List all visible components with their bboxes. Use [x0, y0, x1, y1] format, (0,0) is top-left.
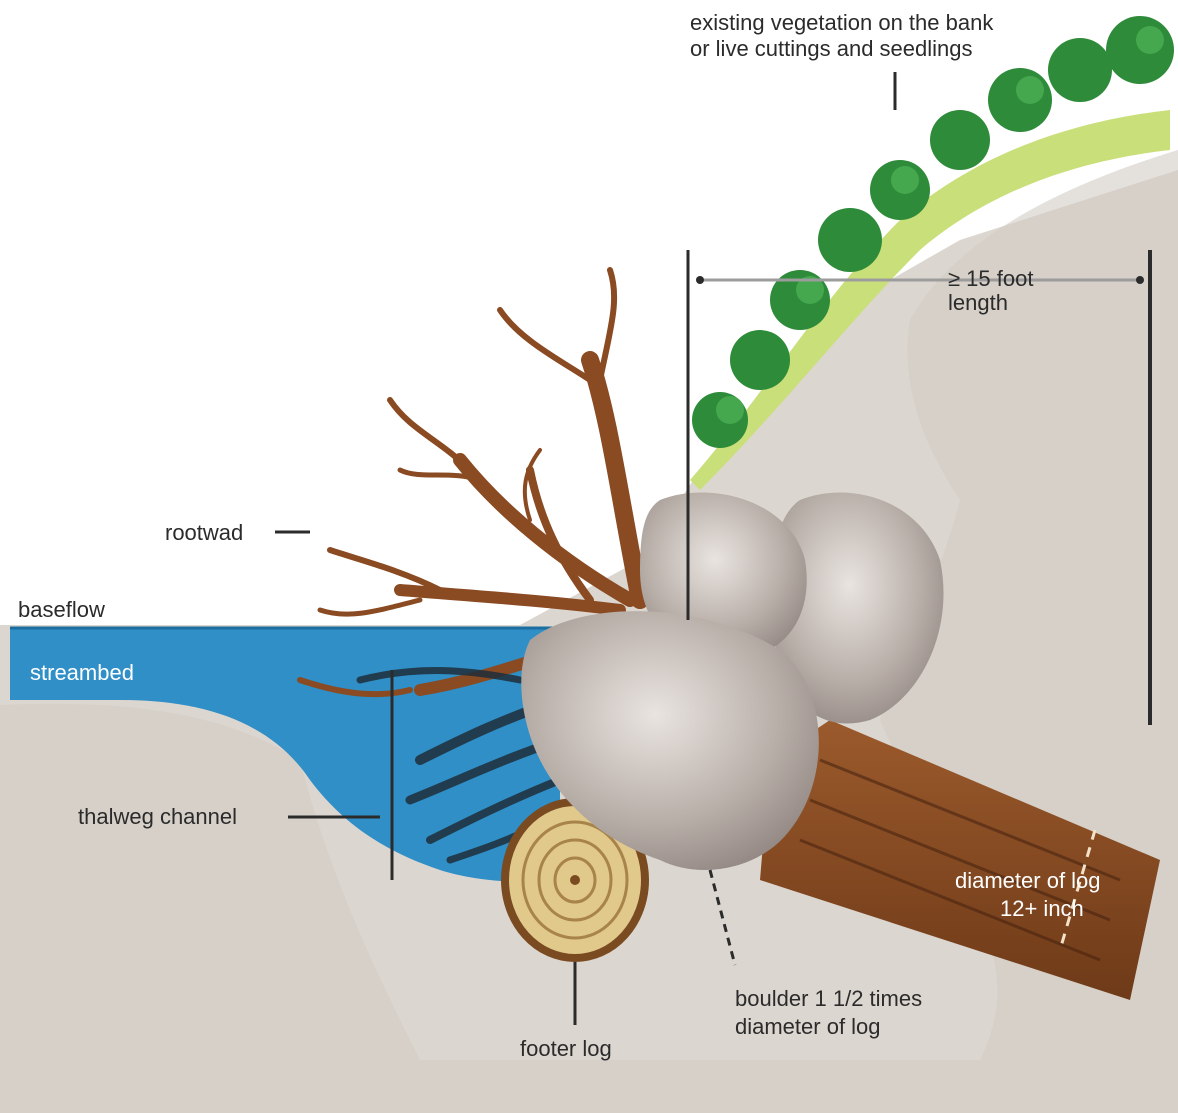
length-label-line1: ≥ 15 foot	[948, 266, 1033, 291]
boulder-label-line1: boulder 1 1/2 times	[735, 986, 922, 1011]
length-label-line2: length	[948, 290, 1008, 315]
streambed-label: streambed	[30, 660, 134, 685]
rootwad-label: rootwad	[165, 520, 243, 545]
vegetation-label-line1: existing vegetation on the bank	[690, 10, 994, 35]
log-diameter-label-line1: diameter of log	[955, 868, 1101, 893]
thalweg-label: thalweg channel	[78, 804, 237, 829]
boulder-label-line2: diameter of log	[735, 1014, 881, 1039]
vegetation-label-line2: or live cuttings and seedlings	[690, 36, 973, 61]
footer-log-label: footer log	[520, 1036, 612, 1061]
log-diameter-label-line2: 12+ inch	[1000, 896, 1084, 921]
baseflow-label: baseflow	[18, 597, 105, 622]
